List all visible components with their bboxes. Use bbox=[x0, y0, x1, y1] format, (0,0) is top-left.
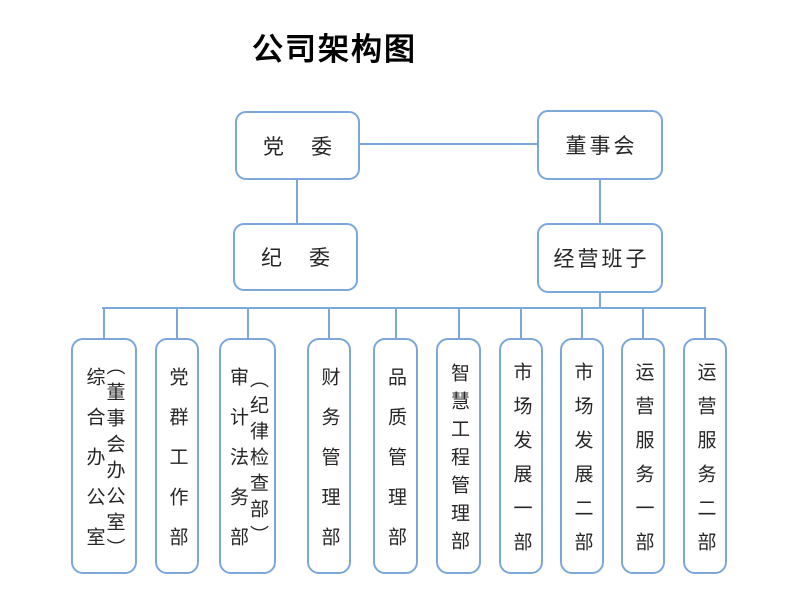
dept-name: 综合办公室 bbox=[83, 366, 105, 567]
node-board-of-directors: 董事会 bbox=[537, 110, 663, 180]
dept-name: 党群工作部 bbox=[166, 366, 188, 567]
dept-box: 审计法务部（纪律检查部） bbox=[219, 308, 276, 574]
connector-bus-line bbox=[102, 307, 706, 309]
node-discipline-committee: 纪 委 bbox=[233, 223, 358, 291]
connector-board-management bbox=[599, 180, 601, 223]
dept-box: 智慧工程管理部 bbox=[436, 308, 481, 574]
dept-name: 智慧工程管理部 bbox=[448, 362, 469, 559]
connector-party-board bbox=[360, 143, 537, 145]
dept-subtitle: （董事会办公室） bbox=[103, 355, 125, 564]
dept-box: 党群工作部 bbox=[155, 308, 199, 574]
node-label: 党 委 bbox=[263, 135, 335, 159]
dept-box: 市场发展二部 bbox=[560, 308, 604, 574]
dept-box: 市场发展一部 bbox=[499, 308, 543, 574]
dept-name: 审计法务部 bbox=[227, 366, 248, 567]
node-management-team: 经营班子 bbox=[537, 223, 663, 293]
node-label: 经营班子 bbox=[553, 248, 650, 271]
dept-name: 运营服务一部 bbox=[632, 361, 654, 566]
dept-box: 财务管理部 bbox=[307, 308, 351, 574]
node-label: 董事会 bbox=[565, 135, 638, 158]
chart-title: 公司架构图 bbox=[252, 32, 417, 67]
dept-name: 运营服务二部 bbox=[694, 361, 716, 566]
dept-box: 品质管理部 bbox=[373, 308, 418, 574]
dept-box: 运营服务一部 bbox=[621, 308, 665, 574]
node-label: 纪 委 bbox=[261, 247, 333, 270]
dept-box: 运营服务二部 bbox=[683, 308, 727, 574]
dept-name: 市场发展二部 bbox=[571, 361, 593, 566]
dept-box: 综合办公室（董事会办公室） bbox=[71, 308, 137, 574]
dept-name: 财务管理部 bbox=[318, 366, 340, 567]
dept-subtitle: （纪律检查部） bbox=[247, 368, 268, 551]
connector-management-bus bbox=[599, 292, 601, 308]
node-party-committee: 党 委 bbox=[235, 111, 360, 180]
dept-name: 品质管理部 bbox=[385, 366, 406, 567]
connector-party-discipline bbox=[296, 180, 298, 223]
dept-name: 市场发展一部 bbox=[510, 361, 532, 566]
